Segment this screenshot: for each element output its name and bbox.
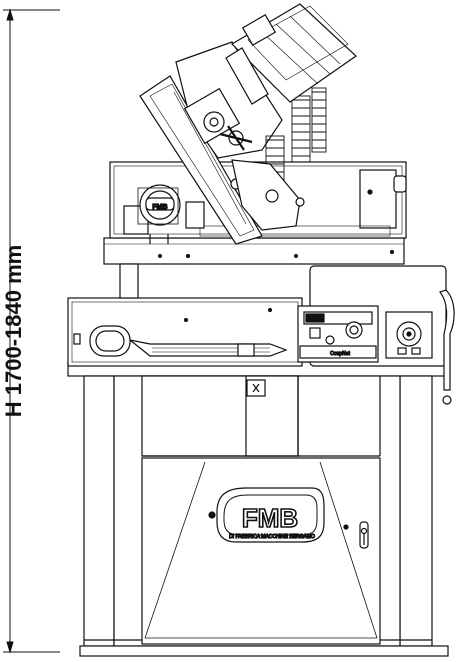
saw-head [139,3,357,245]
control-panel [297,265,447,367]
vise-handwheel [123,184,205,244]
motor [225,3,357,105]
fmb-logo-text: FMB [242,503,298,533]
cabinet-door [141,457,381,645]
cabinet-upper-panel [141,375,381,457]
head-springs [265,87,327,217]
head-pedestal [103,237,405,299]
height-dimension-label: H 1700-1840 mm [1,245,26,417]
fmb-logo [208,487,325,543]
control-panel-label: CoupNet [330,351,350,357]
side-pipes [438,289,455,405]
height-dimension [3,8,60,654]
fmb-logo-tagline: DI FABBRICA MACCHINE BERGAMO [229,534,315,540]
work-table [67,297,303,367]
vise-badge-text: FMB [152,204,167,211]
